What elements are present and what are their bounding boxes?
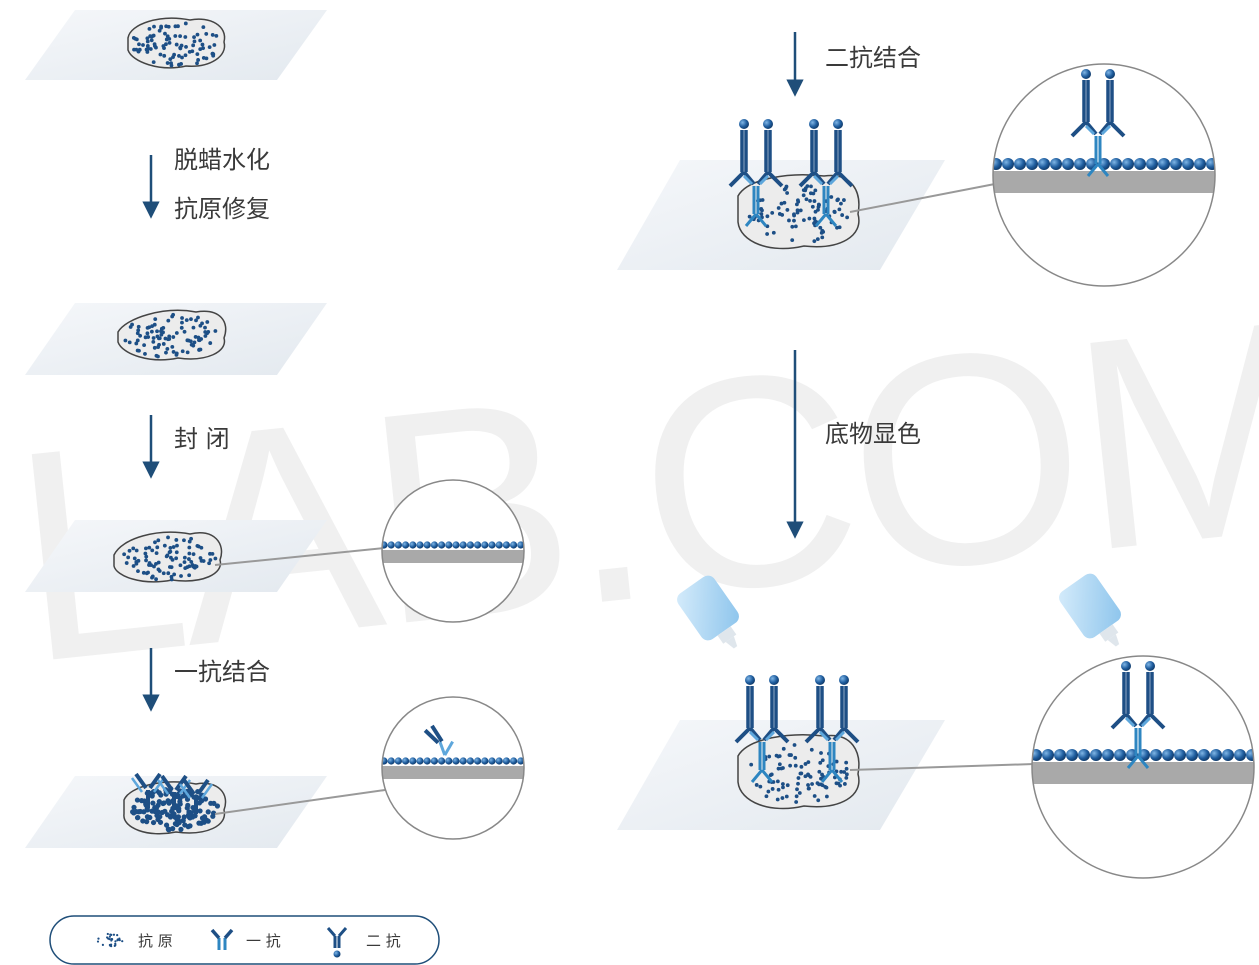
secondary-antibody-icon (326, 927, 348, 958)
zoom-circle-secondary (992, 63, 1216, 287)
step-substrate: 底物显色 (786, 350, 921, 539)
dropper-bottle-icon (1059, 573, 1121, 647)
slide-1-tissue (25, 10, 327, 80)
step-label-dewax: 脱蜡水化 (174, 146, 270, 174)
step-primary: 一抗结合 (142, 648, 270, 712)
slide-3-blocked (25, 479, 525, 623)
slide-2-tissue (25, 303, 327, 375)
primary-antibody-icon (210, 928, 234, 950)
step-label-secondary: 二抗结合 (825, 44, 921, 72)
step-label-primary: 一抗结合 (174, 658, 270, 686)
step-label-substrate: 底物显色 (825, 420, 921, 448)
antigen-icon (96, 932, 124, 948)
slide-5-secondary-bound (617, 63, 1216, 287)
slide-4-primary-bound (25, 696, 525, 848)
legend: 抗 原 一 抗 二 抗 (49, 915, 440, 965)
legend-antigen: 抗 原 (138, 932, 173, 950)
legend-primary: 一 抗 (246, 932, 281, 950)
step-label-block: 封 闭 (174, 425, 230, 453)
zoom-circle-primary (381, 696, 525, 840)
slide-6-substrate (617, 655, 1255, 879)
tissue-section (117, 309, 227, 361)
step-label-retrieval: 抗原修复 (174, 195, 270, 223)
step-block: 封 闭 (142, 415, 230, 479)
dropper-bottle-icon (677, 575, 739, 649)
zoom-circle-blocking (381, 479, 525, 623)
zoom-circle-substrate (1031, 655, 1255, 879)
step-dewax-retrieval: 脱蜡水化 抗原修复 (142, 146, 270, 223)
step-secondary: 二抗结合 (786, 32, 921, 97)
legend-secondary: 二 抗 (366, 932, 401, 950)
